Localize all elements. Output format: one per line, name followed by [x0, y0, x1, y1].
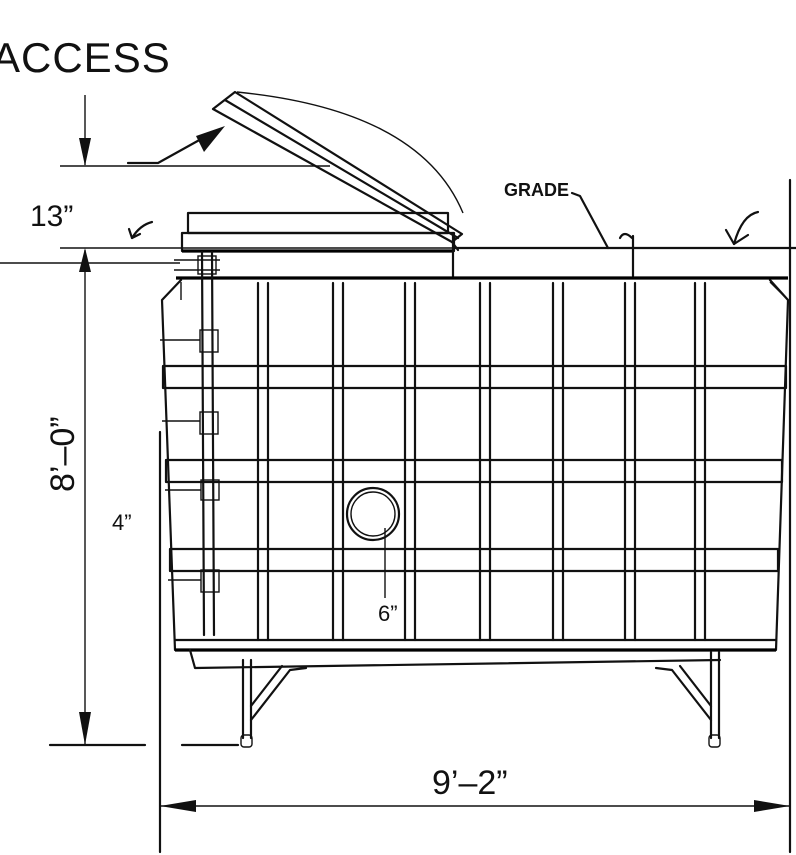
horizontal-ribs	[161, 364, 788, 573]
height-label: 8’–0”	[44, 416, 82, 492]
top-offset-label: 13”	[30, 200, 73, 233]
pipe-opening	[345, 486, 401, 598]
grade-label: GRADE	[504, 180, 569, 200]
top-offset-dimension	[60, 95, 330, 272]
pipe-left-label: 4”	[112, 510, 132, 535]
tank-body	[160, 276, 790, 670]
open-lid	[211, 90, 464, 252]
left-pipe	[160, 250, 220, 637]
width-label: 9’–2”	[432, 764, 508, 802]
vertical-ribs	[256, 281, 707, 642]
grade-symbol	[127, 210, 760, 246]
width-dimension	[158, 178, 792, 854]
access-riser	[180, 211, 456, 280]
height-dimension	[48, 250, 240, 747]
support-stand	[240, 650, 721, 748]
access-label: ACCESS	[0, 34, 171, 81]
access-leader	[126, 126, 225, 165]
pipe-circle-label: 6”	[378, 601, 398, 626]
grade-leader	[570, 191, 635, 278]
